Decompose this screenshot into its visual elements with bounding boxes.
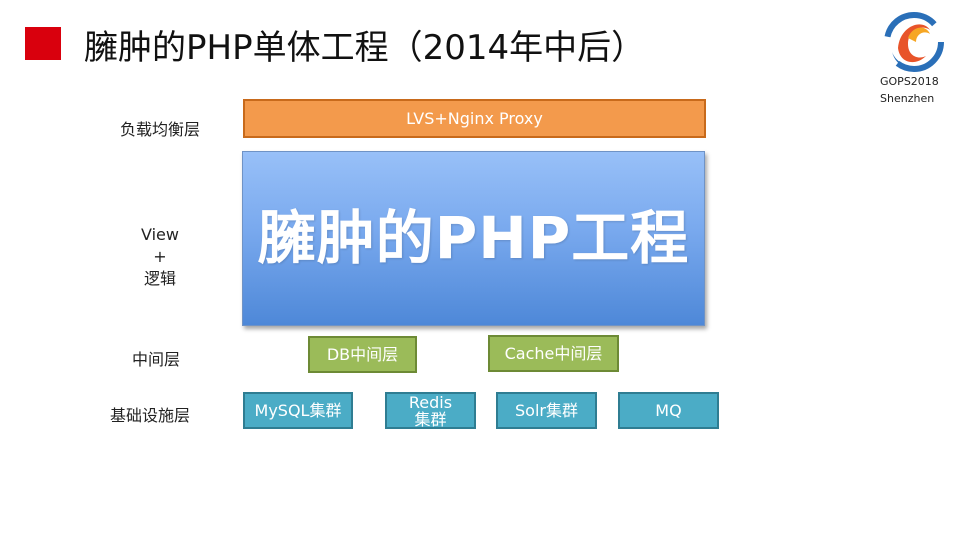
box-load-balancer: LVS+Nginx Proxy	[243, 99, 706, 138]
box-redis: Redis集群	[385, 392, 476, 429]
logo-text-city: Shenzhen	[880, 92, 935, 105]
label-plus: +	[153, 247, 167, 266]
box-solr: Solr集群	[496, 392, 597, 429]
logo-text-event: GOPS2018	[880, 75, 939, 88]
slide-title: 臃肿的PHP单体工程（2014年中后）	[84, 28, 646, 68]
label-view: View	[141, 225, 179, 244]
title-bullet-square	[25, 27, 61, 60]
gops-logo-icon	[884, 12, 944, 72]
box-mysql: MySQL集群	[243, 392, 353, 429]
box-php-project: 臃肿的PHP工程	[242, 151, 705, 326]
label-logic: 逻辑	[143, 269, 176, 288]
box-cache-middle: Cache中间层	[488, 335, 619, 372]
label-view-logic: View + 逻辑	[130, 224, 190, 290]
box-mq: MQ	[618, 392, 719, 429]
label-load-balancer: 负载均衡层	[120, 120, 201, 139]
label-middle-layer: 中间层	[132, 350, 181, 369]
box-db-middle: DB中间层	[308, 336, 417, 373]
label-infrastructure-layer: 基础设施层	[110, 406, 191, 425]
